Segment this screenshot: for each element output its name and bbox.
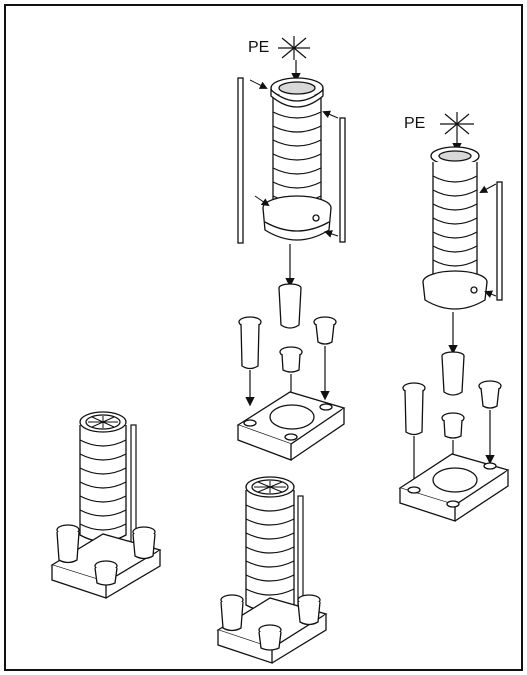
- column-rings-top: [272, 111, 322, 203]
- column-base-top: [262, 195, 332, 241]
- bottom-left-assembled: [50, 411, 162, 599]
- column-rings-center: [245, 504, 295, 596]
- base-plate-right: [398, 453, 510, 522]
- top-center-assembly: PE: [236, 36, 346, 461]
- column-rings-right: [432, 175, 478, 267]
- pe-label-right: PE: [404, 115, 425, 132]
- assembled-column-left: [79, 411, 127, 543]
- base-plate-top: [236, 391, 346, 461]
- column-base-right: [422, 270, 488, 310]
- column-cylinder-top: [270, 77, 324, 214]
- rotor-icon: [88, 416, 118, 428]
- top-right-assembly: PE: [398, 112, 510, 522]
- feet-top: [238, 316, 337, 373]
- feet-right: [402, 380, 502, 439]
- bottom-center-assembled: [216, 476, 328, 664]
- side-rod-left: [130, 424, 137, 546]
- star-icon: [278, 36, 310, 60]
- star-icon: [440, 112, 474, 136]
- pointer-arrows-top: [249, 79, 339, 238]
- rotor-icon: [254, 481, 286, 493]
- insert-cup-top: [278, 283, 302, 329]
- assembled-column-center: [245, 476, 295, 613]
- side-rod-right: [496, 181, 503, 301]
- column-rings-left: [79, 439, 127, 531]
- pointer-arrows-right: [479, 183, 497, 298]
- diagram-frame: [4, 4, 523, 671]
- base-plate-left: [50, 533, 162, 599]
- side-rods-top: [237, 77, 346, 244]
- pe-label-top: PE: [248, 39, 269, 56]
- insert-cup-right: [441, 351, 465, 396]
- column-cylinder-right: [430, 146, 480, 283]
- feet-center: [220, 594, 321, 651]
- feet-left: [56, 524, 156, 586]
